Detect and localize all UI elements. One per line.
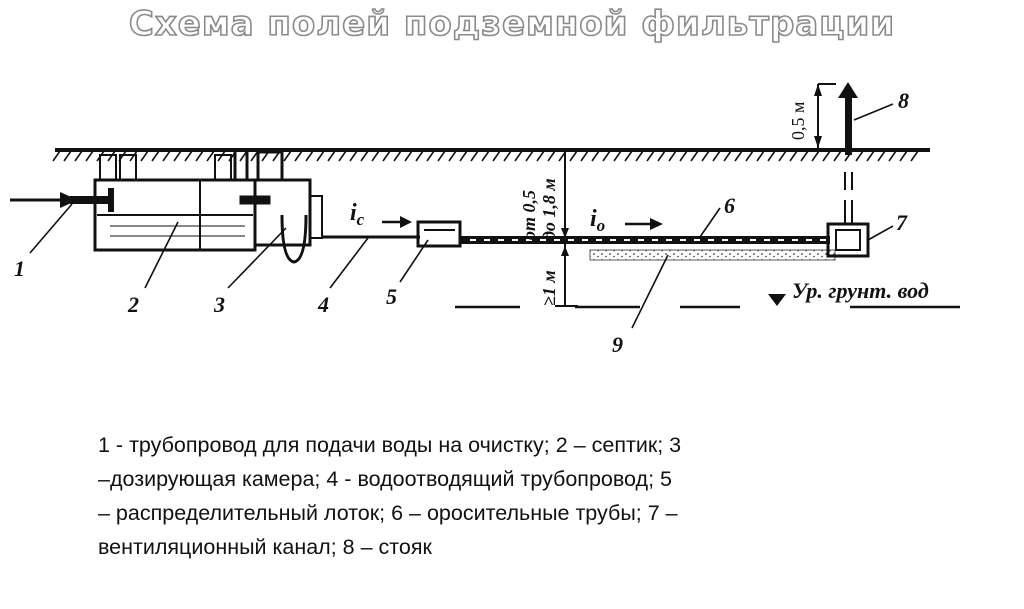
callout-2: 2 bbox=[127, 292, 139, 317]
groundwater-clearance-label: ≥1 м bbox=[539, 270, 559, 306]
callout-labels: 1 2 3 4 5 6 7 8 9 bbox=[14, 88, 909, 357]
depth-to-label: до 1,8 м bbox=[539, 178, 559, 240]
flow-arrows bbox=[382, 216, 663, 230]
caption-line-1: 1 - трубопровод для подачи воды на очист… bbox=[98, 433, 682, 457]
filtration-field-diagram: 1 2 3 4 5 6 7 8 9 ic io 0,5 м от 0,5 до … bbox=[10, 82, 960, 357]
septic-tank bbox=[93, 148, 271, 252]
callout-6: 6 bbox=[724, 193, 735, 218]
groundwater-level bbox=[455, 294, 960, 309]
distribution-tray bbox=[416, 220, 462, 248]
inlet-pipe bbox=[10, 188, 114, 212]
legend-caption: 1 - трубопровод для подачи воды на очист… bbox=[98, 428, 958, 564]
diagram-title: Схема полей подземной фильтрации bbox=[128, 3, 896, 45]
riser-height-label: 0,5 м bbox=[788, 102, 808, 140]
slope-field-label: io bbox=[590, 206, 605, 235]
slope-supply-label: ic bbox=[350, 200, 365, 229]
riser bbox=[814, 82, 858, 155]
callout-9: 9 bbox=[612, 332, 623, 357]
ventilation-well bbox=[826, 172, 870, 258]
irrigation-pipe bbox=[460, 236, 836, 261]
callout-5: 5 bbox=[386, 284, 397, 309]
callout-4: 4 bbox=[317, 292, 329, 317]
leader-lines bbox=[29, 103, 894, 329]
depth-dimension bbox=[555, 152, 578, 307]
callout-8: 8 bbox=[898, 88, 909, 113]
depth-from-label: от 0,5 bbox=[519, 190, 539, 240]
dosing-chamber bbox=[253, 150, 323, 264]
callout-3: 3 bbox=[213, 292, 225, 317]
caption-line-2: –дозирующая камера; 4 - водоотводящий тр… bbox=[98, 467, 672, 491]
callout-1: 1 bbox=[14, 256, 25, 281]
callout-7: 7 bbox=[896, 210, 908, 235]
groundwater-label: Ур. грунт. вод bbox=[792, 278, 929, 303]
caption-line-3: – распределительный лоток; 6 – ороситель… bbox=[98, 501, 678, 525]
ground-surface bbox=[52, 148, 930, 162]
caption-line-4: вентиляционный канал; 8 – стояк bbox=[98, 535, 432, 559]
